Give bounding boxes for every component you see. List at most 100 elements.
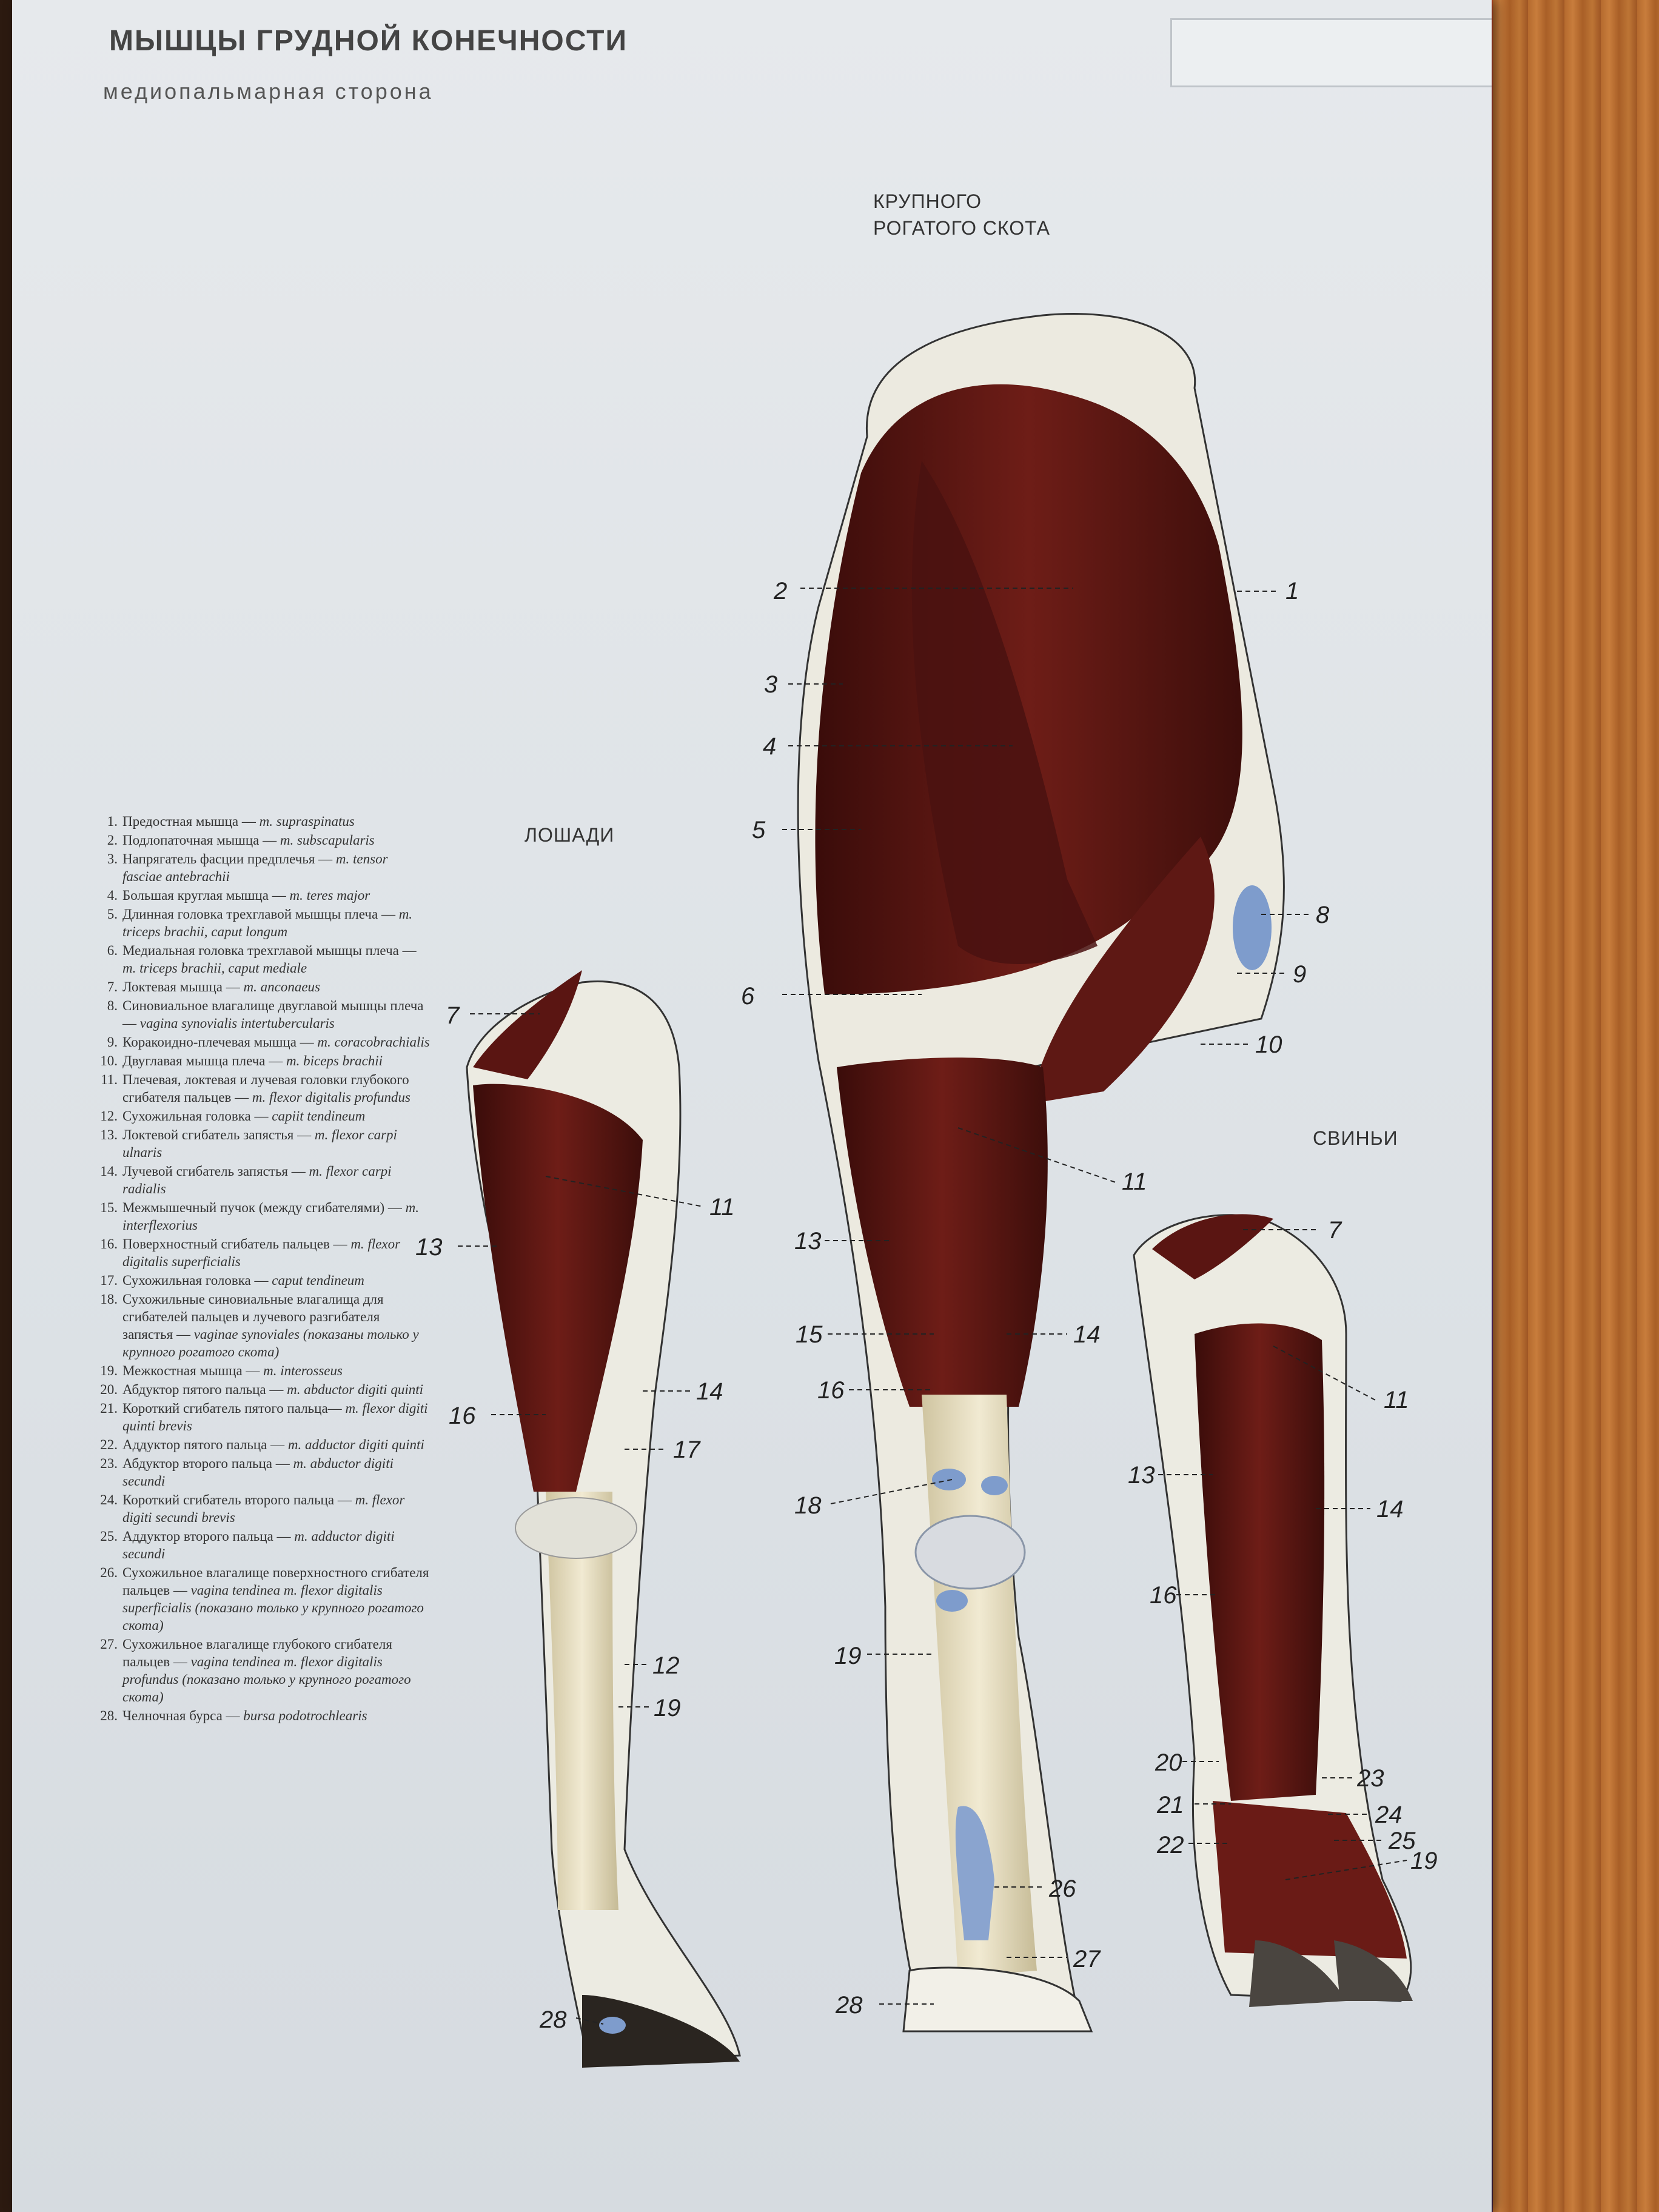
legend-item-russian: Короткий сгибатель второго пальца — bbox=[122, 1492, 355, 1507]
callout-cattle-1: 1 bbox=[1285, 578, 1299, 605]
callout-cattle-27: 27 bbox=[1073, 1946, 1101, 1972]
callout-cattle-6: 6 bbox=[741, 983, 755, 1010]
legend-item-number: 15. bbox=[100, 1200, 118, 1215]
legend-item-latin: m. flexor digiti secundi brevis bbox=[122, 1492, 405, 1525]
callout-horse-16: 16 bbox=[449, 1403, 476, 1429]
legend-item: 18.Сухожильные синовиальные влагалища дл… bbox=[91, 1290, 431, 1361]
callouts-horse: 7 11 13 14 16 17 12 19 28 bbox=[415, 1002, 735, 2033]
legend-item-latin: m. abductor digiti quinti bbox=[287, 1382, 423, 1397]
legend-item: 17.Сухожильная головка — caput tendineum bbox=[91, 1272, 431, 1289]
legend-item-russian: Коракоидно-плечевая мышца — bbox=[122, 1034, 318, 1050]
legend-item-russian: Двуглавая мышца плеча — bbox=[122, 1053, 286, 1068]
callout-pig-21: 21 bbox=[1156, 1792, 1184, 1818]
legend-item-latin: caput tendineum bbox=[272, 1273, 364, 1288]
cattle-limb bbox=[797, 313, 1285, 2033]
legend-item-latin: m. flexor carpi radialis bbox=[122, 1164, 392, 1196]
table-edge-left bbox=[0, 0, 12, 2212]
legend-item: 8.Синовиальное влагалище двуглавой мышцы… bbox=[91, 997, 431, 1032]
legend-item-number: 19. bbox=[100, 1363, 118, 1378]
legend-item: 3.Напрягатель фасции предплечья — m. ten… bbox=[91, 850, 431, 885]
pig-forearm-muscles bbox=[1195, 1323, 1325, 1801]
legend-item-latin: bursa podotrochlearis bbox=[243, 1708, 367, 1723]
callout-horse-7: 7 bbox=[446, 1002, 460, 1029]
legend-item-number: 2. bbox=[107, 833, 118, 848]
legend-item-russian: Поверхностный сгибатель пальцев — bbox=[122, 1236, 351, 1252]
legend-item: 5.Длинная головка трехглавой мышцы плеча… bbox=[91, 905, 431, 940]
legend-item-russian: Аддуктор второго пальца — bbox=[122, 1529, 295, 1544]
legend-item: 28.Челночная бурса — bursa podotrochlear… bbox=[91, 1707, 431, 1724]
legend-item-russian: Сухожильные синовиальные влагалища для с… bbox=[122, 1292, 384, 1342]
cattle-teres-major bbox=[911, 461, 1098, 964]
legend-item-number: 13. bbox=[100, 1127, 118, 1142]
legend-item-russian: Большая круглая мышца — bbox=[122, 888, 290, 903]
legend-item: 21.Короткий сгибатель пятого пальца— m. … bbox=[91, 1399, 431, 1435]
cattle-synovial-sheath-8 bbox=[1233, 885, 1272, 970]
legend-item-latin: m. flexor digiti quinti brevis bbox=[122, 1401, 428, 1433]
callout-cattle-26: 26 bbox=[1048, 1875, 1076, 1902]
legend-item: 13.Локтевой сгибатель запястья — m. flex… bbox=[91, 1126, 431, 1161]
callout-cattle-15: 15 bbox=[796, 1321, 823, 1348]
poster-label-tab bbox=[1170, 18, 1492, 87]
legend-item-number: 6. bbox=[107, 943, 118, 958]
callout-cattle-13: 13 bbox=[794, 1228, 822, 1255]
limb-illustrations: 2 1 3 4 5 6 8 9 10 11 13 14 15 16 18 19 … bbox=[415, 313, 1438, 2068]
callout-pig-20: 20 bbox=[1155, 1749, 1182, 1776]
callout-horse-11: 11 bbox=[709, 1194, 735, 1221]
legend-item: 23.Абдуктор второго пальца — m. abductor… bbox=[91, 1455, 431, 1490]
legend-item-number: 7. bbox=[107, 979, 118, 994]
legend-item-latin: m. flexor digitalis superficialis bbox=[122, 1236, 401, 1269]
pig-digit-muscles bbox=[1213, 1801, 1407, 1959]
legend-item-latin: m. flexor digitalis profundus bbox=[252, 1090, 411, 1105]
callout-cattle-8: 8 bbox=[1316, 902, 1330, 928]
cattle-synovial-18b bbox=[981, 1476, 1008, 1495]
legend-item-number: 26. bbox=[100, 1565, 118, 1580]
legend-item: 27.Сухожильное влагалище глубокого сгиба… bbox=[91, 1635, 431, 1706]
legend-item-number: 9. bbox=[107, 1034, 118, 1050]
legend-item-number: 11. bbox=[101, 1072, 118, 1087]
legend-item: 15. Межмышечный пучок (между сгибателями)… bbox=[91, 1199, 431, 1234]
legend-item-russian: Межмышечный пучок (между сгибателями) — bbox=[122, 1200, 406, 1215]
legend-item-russian: Локтевая мышца — bbox=[122, 979, 244, 994]
callout-cattle-5: 5 bbox=[752, 817, 766, 843]
legend-item-russian: Плечевая, локтевая и лучевая головки глу… bbox=[122, 1072, 409, 1105]
legend-item-number: 20. bbox=[100, 1382, 118, 1397]
pig-hooves bbox=[1249, 1940, 1413, 2007]
legend-item-latin: m. adductor digiti secundi bbox=[122, 1529, 395, 1561]
legend-item: 19.Межкостная мышца — m. interosseus bbox=[91, 1362, 431, 1379]
legend-item-russian: Длинная головка трехглавой мышцы плеча — bbox=[122, 907, 399, 922]
legend-item-latin: m. triceps brachii, caput mediale bbox=[122, 960, 307, 976]
legend-item-number: 27. bbox=[100, 1637, 118, 1652]
legend-item-russian: Абдуктор пятого пальца — bbox=[122, 1382, 287, 1397]
horse-forearm-muscles bbox=[473, 1084, 643, 1492]
legend-item-russian: Подлопаточная мышца — bbox=[122, 833, 280, 848]
cattle-biceps bbox=[1031, 837, 1215, 1104]
horse-carpal-band bbox=[515, 1497, 637, 1559]
callout-cattle-10: 10 bbox=[1255, 1031, 1282, 1058]
callout-pig-7: 7 bbox=[1328, 1217, 1342, 1244]
legend-item-russian: Предостная мышца — bbox=[122, 814, 260, 829]
callout-horse-17: 17 bbox=[673, 1436, 701, 1463]
callout-pig-25: 25 bbox=[1388, 1828, 1416, 1854]
legend-item-number: 4. bbox=[107, 888, 118, 903]
legend-item-latin: vagina tendinea m. flexor digitalis prof… bbox=[122, 1654, 411, 1704]
legend-item-number: 3. bbox=[107, 851, 118, 866]
legend-item-latin: m. tensor fasciae antebrachii bbox=[122, 851, 388, 884]
callout-cattle-28: 28 bbox=[835, 1992, 863, 2019]
legend-item: 24. Короткий сгибатель второго пальца — m… bbox=[91, 1491, 431, 1526]
legend-item-russian: Абдуктор второго пальца — bbox=[122, 1456, 293, 1471]
label-cattle: КРУПНОГО РОГАТОГО СКОТА bbox=[873, 188, 1050, 241]
legend-item-number: 16. bbox=[100, 1236, 118, 1252]
callout-pig-14: 14 bbox=[1376, 1496, 1404, 1523]
legend-item: 6.Медиальная головка трехглавой мышцы пл… bbox=[91, 942, 431, 977]
cattle-hoof bbox=[902, 1966, 1093, 2033]
callout-horse-19: 19 bbox=[654, 1695, 681, 1721]
legend-item: 4.Большая круглая мышца — m. teres major bbox=[91, 886, 431, 904]
callout-cattle-18: 18 bbox=[794, 1492, 822, 1519]
callout-cattle-14: 14 bbox=[1073, 1321, 1101, 1348]
legend-item: 12.Сухожильная головка — capiit tendineu… bbox=[91, 1107, 431, 1125]
legend-item-number: 25. bbox=[100, 1529, 118, 1544]
legend-item: 20. Абдуктор пятого пальца — m. abductor … bbox=[91, 1381, 431, 1398]
label-cattle-line2: РОГАТОГО СКОТА bbox=[873, 217, 1050, 239]
callout-horse-28: 28 bbox=[539, 2006, 567, 2033]
legend-item-number: 24. bbox=[100, 1492, 118, 1507]
